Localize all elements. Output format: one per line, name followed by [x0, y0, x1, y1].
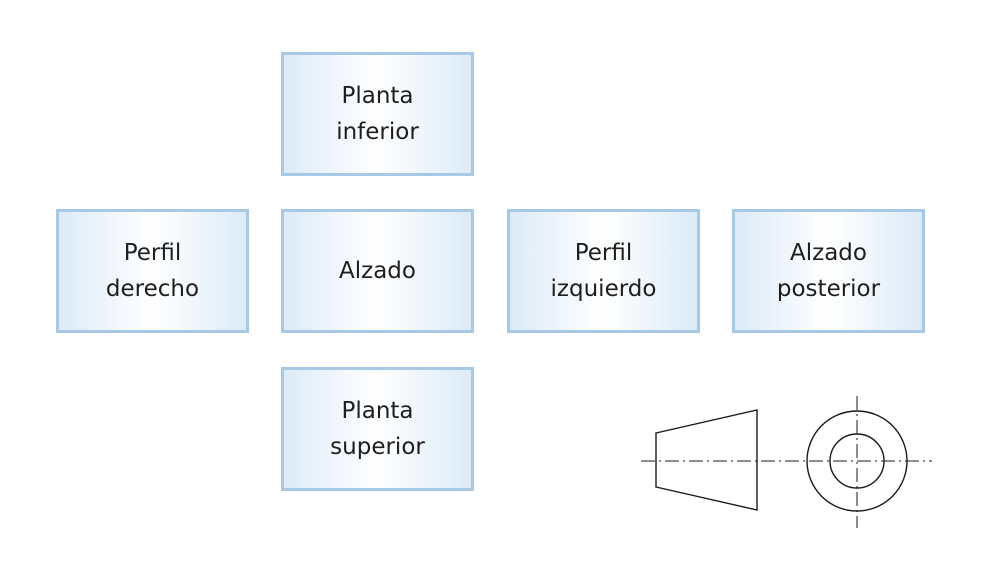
view-label-perfil-derecho: Perfil derecho [105, 240, 200, 302]
view-label-planta-superior: Planta superior [330, 398, 425, 460]
view-label-perfil-izquierdo: Perfil izquierdo [550, 240, 657, 302]
view-box-planta-inferior: Planta inferior [281, 52, 474, 176]
view-box-alzado-posterior: Alzado posterior [732, 209, 925, 333]
cone-elevation-outline [655, 409, 758, 511]
view-box-alzado: Alzado [281, 209, 474, 333]
view-label-alzado-posterior: Alzado posterior [776, 240, 881, 302]
view-label-planta-inferior: Planta inferior [336, 83, 419, 145]
view-box-perfil-izquierdo: Perfil izquierdo [507, 209, 700, 333]
view-label-alzado: Alzado [339, 258, 416, 284]
view-box-perfil-derecho: Perfil derecho [56, 209, 249, 333]
view-box-planta-superior: Planta superior [281, 367, 474, 491]
